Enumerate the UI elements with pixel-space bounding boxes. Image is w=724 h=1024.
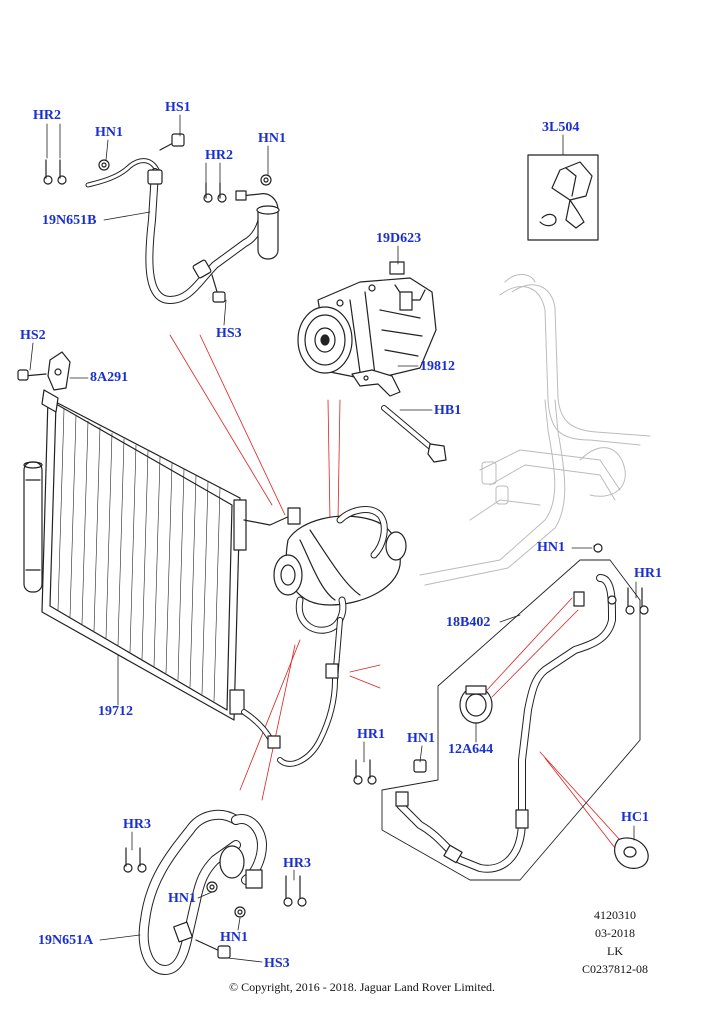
label-19712: 19712 (98, 704, 133, 719)
hose-19n651a (123, 809, 307, 975)
label-leader-lines (29, 114, 637, 963)
condenser-19712 (23, 389, 247, 721)
ref-illustration-id: C0237812-08 (582, 962, 648, 976)
label-18b402: 18B402 (446, 615, 491, 630)
label-hn1-lower: HN1 (407, 731, 435, 746)
label-hr3-left: HR3 (123, 817, 151, 832)
label-hs2: HS2 (20, 328, 46, 343)
connector-3l504 (527, 154, 599, 241)
label-12a644: 12A644 (448, 742, 494, 757)
label-hr2-top-left: HR2 (33, 108, 61, 123)
copyright-notice: © Copyright, 2016 - 2018. Jaguar Land Ro… (228, 980, 496, 994)
ghost-pipework (419, 274, 651, 586)
label-hn1-bottom-left: HN1 (168, 891, 196, 906)
hose-19n651b (43, 133, 280, 304)
label-hc1: HC1 (621, 810, 649, 825)
ref-code: LK (607, 944, 623, 958)
compressor-19d623 (297, 261, 437, 381)
label-19n651a: 19N651A (38, 933, 94, 948)
label-hr1-lower: HR1 (357, 727, 385, 742)
pressure-switch-12a644 (459, 685, 493, 724)
label-hs3-bottom: HS3 (264, 956, 290, 971)
red-leader-lines (169, 334, 621, 849)
label-hn1-bottom-right: HN1 (220, 930, 248, 945)
label-hr2-top-right: HR2 (205, 148, 233, 163)
label-19d623: 19D623 (376, 231, 422, 246)
ref-number: 4120310 (594, 908, 636, 922)
label-3l504: 3L504 (542, 120, 580, 135)
label-hb1: HB1 (434, 403, 462, 418)
hose-18b402 (395, 574, 617, 873)
label-hr1-right: HR1 (634, 566, 662, 581)
label-hs1: HS1 (165, 100, 191, 115)
ref-date: 03-2018 (595, 926, 635, 940)
label-hn1-top-left: HN1 (95, 125, 123, 140)
label-hn1-right: HN1 (537, 540, 565, 555)
label-19812: 19812 (420, 359, 455, 374)
bolt-hb1 (381, 405, 447, 463)
assembled-compressor-view (241, 506, 407, 767)
label-hn1-top-right: HN1 (258, 131, 286, 146)
small-fasteners-right (353, 543, 649, 785)
bracket-19812 (351, 369, 401, 397)
label-19n651b: 19N651B (42, 213, 97, 228)
hose-18b402-frame (381, 559, 641, 881)
cap-hc1 (614, 837, 649, 869)
label-hr3-right: HR3 (283, 856, 311, 871)
bracket-8a291 (17, 351, 71, 391)
label-8a291: 8A291 (90, 370, 129, 385)
label-hs3-top: HS3 (216, 326, 242, 341)
